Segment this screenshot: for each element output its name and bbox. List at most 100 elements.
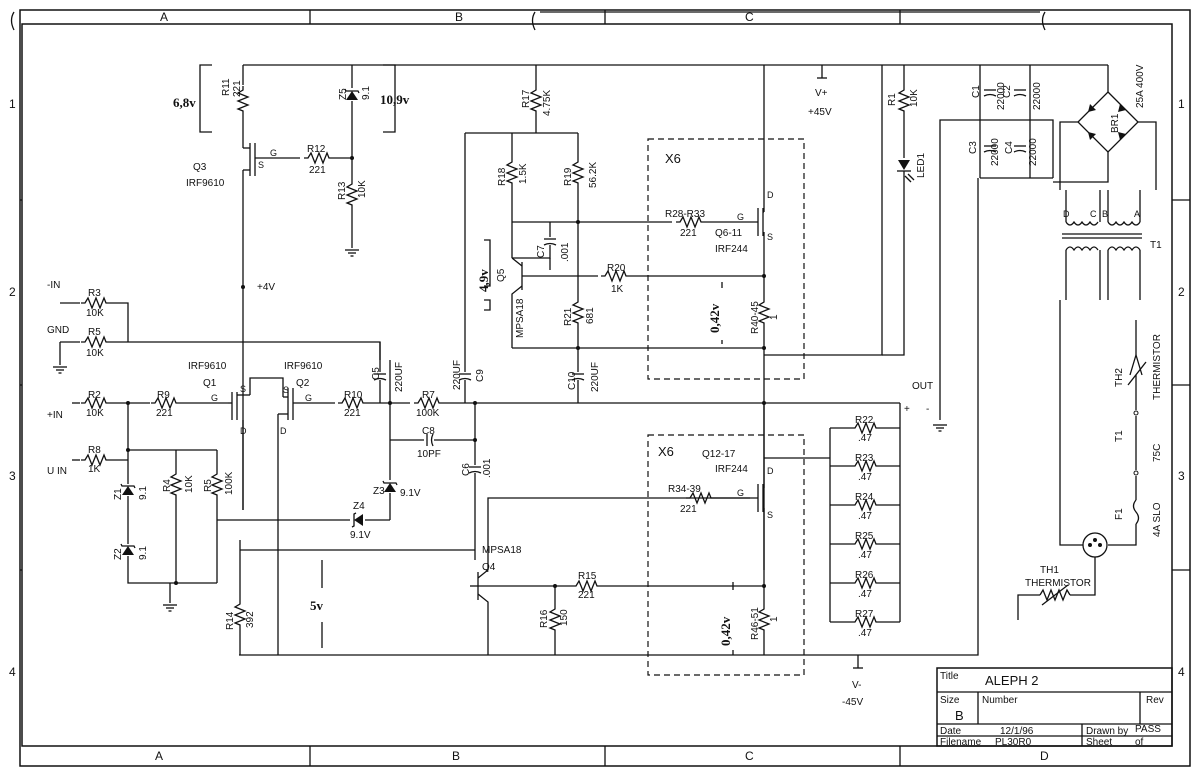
c8-label: C8 — [422, 426, 435, 437]
r4-label: R4 — [162, 479, 173, 492]
z3-label: Z3 — [373, 486, 385, 497]
drawn-by-value: PASS — [1135, 724, 1161, 735]
r16-value: 150 — [559, 609, 570, 626]
q3-label: Q3 — [193, 162, 207, 173]
annotation-6-8v: 6,8v — [173, 95, 196, 110]
q3-stage: S G Q3 IRF9610 R11 221 R12 221 R13 10K Z… — [173, 64, 410, 510]
z3-value: 9.1V — [400, 488, 421, 499]
th2-label: TH2 — [1114, 368, 1125, 387]
zone-top-b: B — [455, 10, 463, 24]
th2-thermistor-label: THERMISTOR — [1152, 334, 1163, 400]
annotation-4-9v: 4,9v — [476, 269, 491, 292]
r14-value: 392 — [245, 611, 256, 628]
c5-value: 220UF — [394, 362, 405, 392]
q2-type: IRF9610 — [284, 361, 323, 372]
q5-type: MPSA18 — [515, 298, 526, 338]
feedback-network: R7 100K C8 10PF 220UF C9 C6 .001 MPSA18 … — [225, 133, 900, 655]
q2-pin-d: D — [280, 426, 287, 436]
led1-label: LED1 — [916, 153, 927, 178]
vminus-label: V- — [852, 680, 861, 691]
out-minus-label: - — [926, 404, 929, 415]
size-label: Size — [940, 695, 960, 706]
r2-label: R2 — [88, 390, 101, 401]
q1-pin-s: S — [240, 384, 246, 394]
vplus-value: +45V — [808, 107, 832, 118]
r15-label: R15 — [578, 571, 597, 582]
title-block: Title ALEPH 2 Size B Number Rev Date 12/… — [936, 667, 1173, 748]
r25-value: .47 — [858, 550, 872, 561]
z2-value: 9.1 — [138, 546, 149, 560]
zone-left-2: 2 — [9, 285, 16, 299]
c3-value: 22000 — [990, 138, 1001, 166]
r16-label: R16 — [539, 609, 550, 628]
r3-value: 10K — [86, 308, 104, 319]
u-in-label: U IN — [47, 466, 67, 477]
q6-pin-s: S — [767, 232, 773, 242]
r21-label: R21 — [563, 307, 574, 326]
r19-value: 56.2K — [588, 162, 599, 188]
z4-value: 9.1V — [350, 530, 371, 541]
q4-type: MPSA18 — [482, 545, 522, 556]
r1-label: R1 — [887, 93, 898, 106]
z5-label: Z5 — [338, 88, 349, 100]
r12-value: 221 — [309, 165, 326, 176]
zone-right-3: 3 — [1178, 469, 1185, 483]
annotation-10-9v: 10,9v — [380, 92, 410, 107]
vminus-value: -45V — [842, 697, 863, 708]
q1-pin-d: D — [240, 426, 247, 436]
q12-pin-d: D — [767, 466, 774, 476]
r17-label: R17 — [521, 89, 532, 108]
r40-45-label: R40-45 — [750, 301, 761, 334]
q12-17-label: Q12-17 — [702, 449, 736, 460]
zone-right-4: 4 — [1178, 665, 1185, 679]
c6-value: .001 — [482, 458, 493, 478]
r14-label: R14 — [225, 611, 236, 630]
filename-value: PL30R0 — [995, 737, 1032, 748]
r28-33-value: 221 — [680, 228, 697, 239]
br1-label: BR1 — [1110, 113, 1121, 133]
size-value: B — [955, 708, 964, 723]
q6-pin-g: G — [737, 212, 744, 222]
c10-label: C10 — [567, 371, 578, 390]
c6-label: C6 — [461, 463, 472, 476]
c9-value: 220UF — [452, 360, 463, 390]
r34-39-label: R34-39 — [668, 484, 701, 495]
q12-pin-s: S — [767, 510, 773, 520]
r28-33-label: R28-R33 — [665, 209, 705, 220]
z5-value: 9.1 — [361, 86, 372, 100]
drawn-by-label: Drawn by — [1086, 726, 1128, 737]
zone-left-4: 4 — [9, 665, 16, 679]
vminus-rail: V- -45V — [239, 178, 979, 708]
r26-value: .47 — [858, 589, 872, 600]
rev-label: Rev — [1146, 695, 1164, 706]
c2: C2 22000 — [1002, 82, 1043, 110]
q4-label: Q4 — [482, 562, 496, 573]
f1-value: 4A SLO — [1152, 502, 1163, 537]
number-label: Number — [982, 695, 1018, 706]
plus-in-label: +IN — [47, 410, 63, 421]
bridge-rectifier: BR1 25A 400V — [1053, 64, 1157, 190]
r12-label: R12 — [307, 144, 326, 155]
plus4-label: +4V — [257, 282, 275, 293]
c4-value: 22000 — [1028, 138, 1039, 166]
zone-bottom-c: C — [745, 749, 754, 763]
r40-45-value: 1 — [769, 314, 780, 320]
drawing-border — [10, 9, 1191, 767]
r10-label: R10 — [344, 390, 363, 401]
r20-value: 1K — [611, 284, 624, 295]
t1-pin-b: B — [1102, 209, 1108, 219]
r4-value: 10K — [184, 475, 195, 493]
x6-bottom-label: X6 — [658, 444, 674, 459]
c5-label: C5 — [371, 367, 382, 380]
r27-label: R27 — [855, 609, 874, 620]
r23-value: .47 — [858, 472, 872, 483]
gnd-label: GND — [47, 325, 69, 336]
r10-value: 221 — [344, 408, 361, 419]
c2-label: C2 — [1002, 85, 1013, 98]
r5-label: R5 — [88, 327, 101, 338]
c7-value: .001 — [560, 242, 571, 262]
r20-label: R20 — [607, 263, 626, 274]
vplus-label: V+ — [815, 88, 828, 99]
th1-label: TH1 — [1040, 565, 1059, 576]
r46-51-value: 1 — [769, 616, 780, 622]
